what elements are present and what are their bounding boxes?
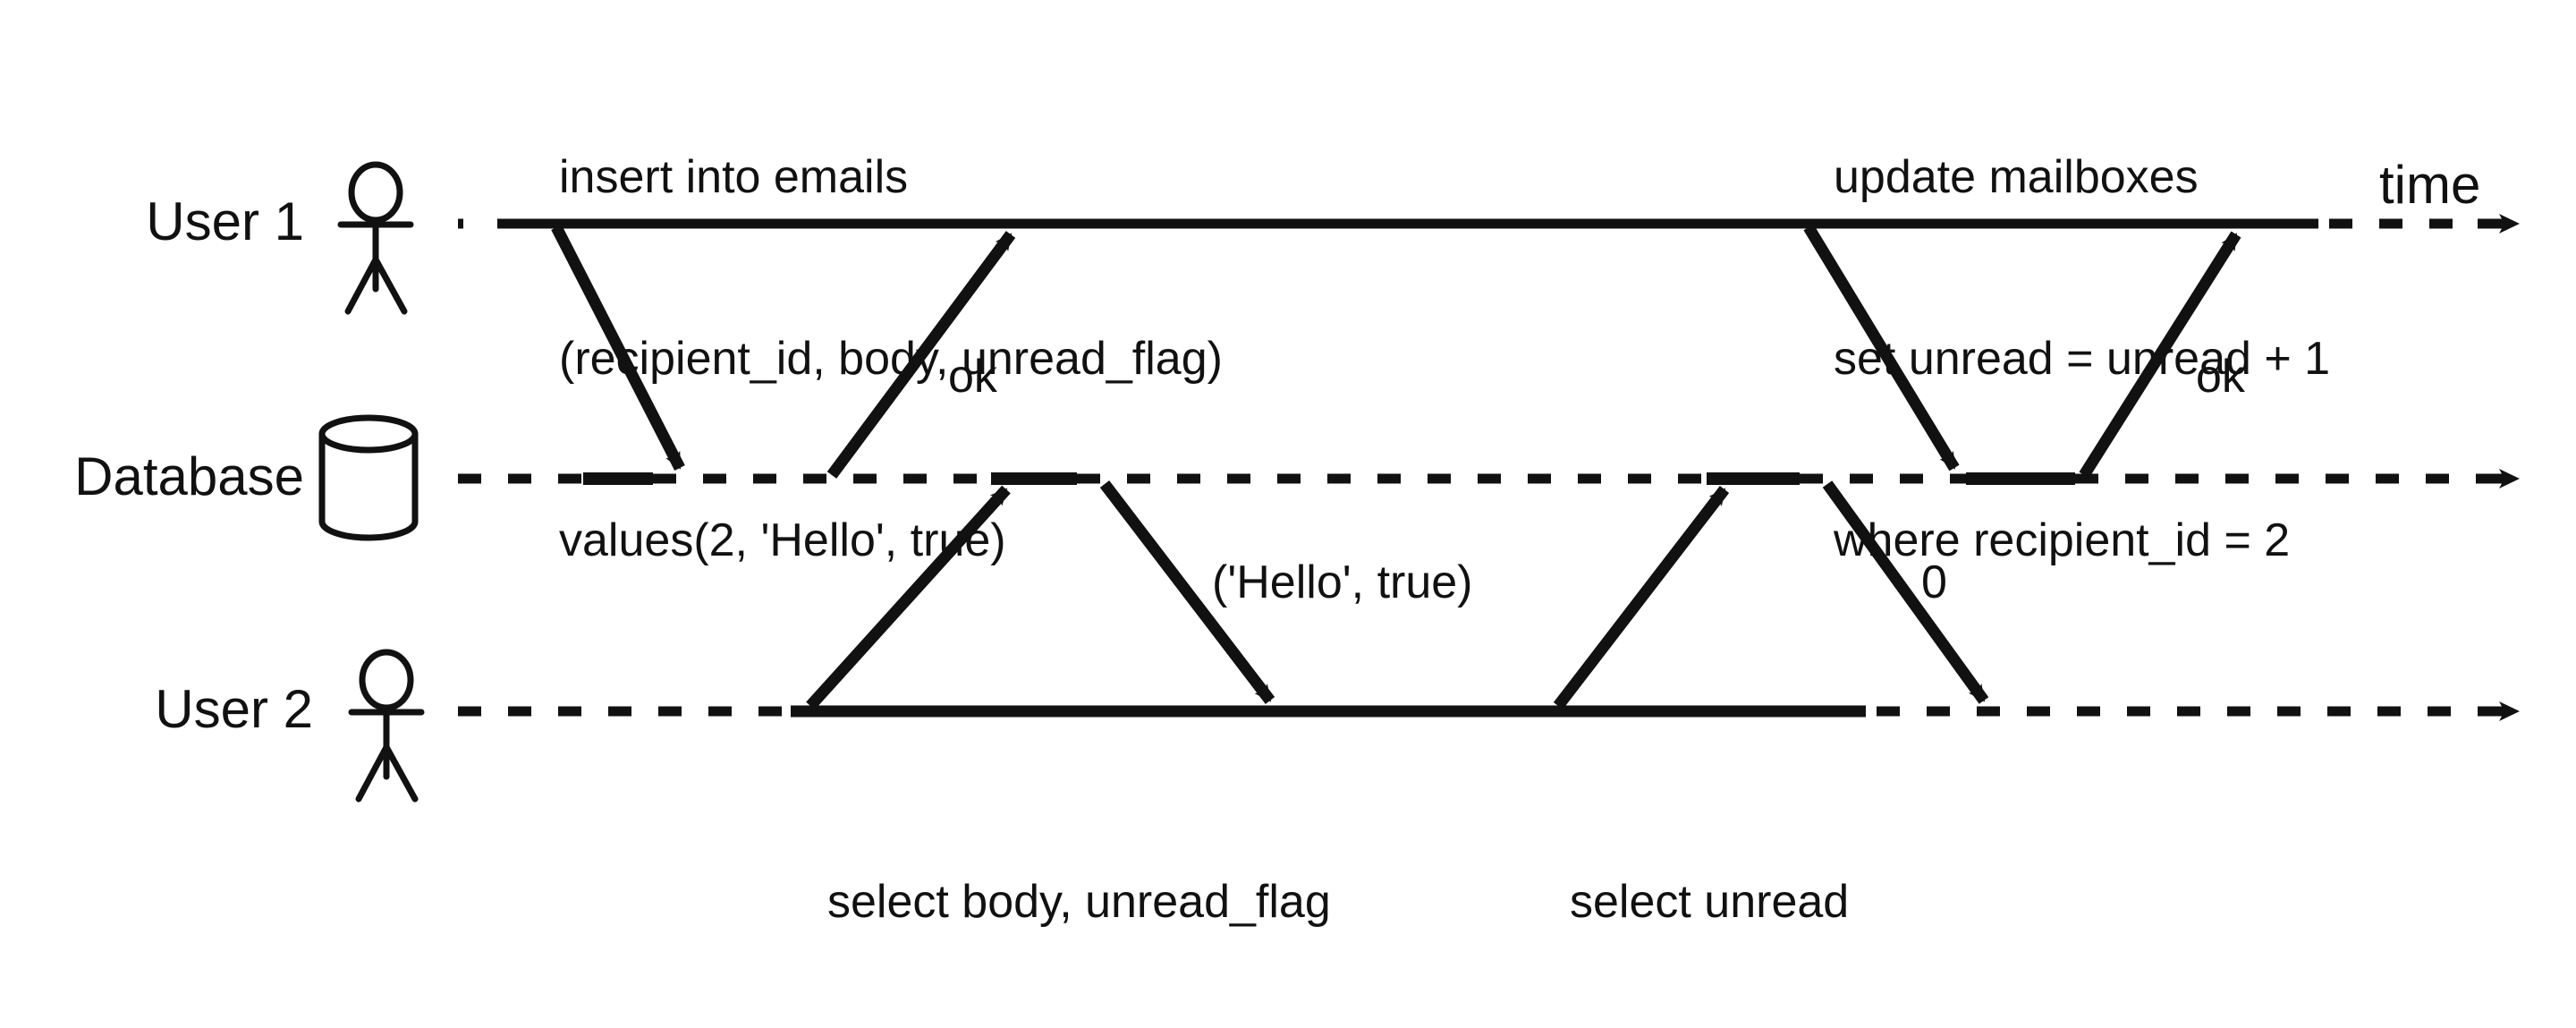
message-label-ok-first: ok [948,351,997,403]
message-arrow-hello-true [1099,480,1275,704]
actor-label-user1: User 1 [146,191,304,251]
annotation-select-emails: select body, unread_flag from emails whe… [827,752,1331,1028]
annotation-line: insert into emails [559,151,909,204]
actor-label-database: Database [74,446,304,506]
time-axis-label: time [2379,155,2481,215]
message-label-zero: 0 [1921,556,1947,608]
annotation-line: select body, unread_flag [827,876,1331,929]
message-label-ok-second: ok [2196,351,2245,403]
message-arrow-select-mailboxes [1553,486,1730,709]
message-arrow-update-mailboxes [1803,224,1960,472]
annotation-select-mailboxes: select unread from mailboxes where recip… [1570,752,2026,1028]
actor-label-user2: User 2 [155,679,313,739]
message-label-hello-true: ('Hello', true) [1212,556,1473,608]
message-arrow-ok-first [826,231,1016,479]
annotation-line: select unread [1570,876,1850,929]
message-arrow-select-emails [806,485,1011,710]
message-arrow-ok-second [2079,231,2241,479]
message-arrow-zero [1822,480,1989,704]
stick-figure-icon-user1 [337,161,414,315]
annotation-insert-emails: insert into emails (recipient_id, body, … [559,27,1223,692]
annotation-line: values(2, 'Hello', true) [559,514,1006,566]
annotation-line: set unread = unread + 1 [1834,332,2331,385]
database-cylinder-icon [318,414,419,541]
annotation-update-mailboxes: update mailboxes set unread = unread + 1… [1834,27,2330,692]
stick-figure-icon-user2 [348,649,425,803]
annotation-line: (recipient_id, body, unread_flag) [559,332,1223,385]
annotation-line: update mailboxes [1834,151,2199,204]
annotation-line: where recipient_id = 2 [1834,514,2291,566]
message-arrow-insert-emails [551,225,685,471]
